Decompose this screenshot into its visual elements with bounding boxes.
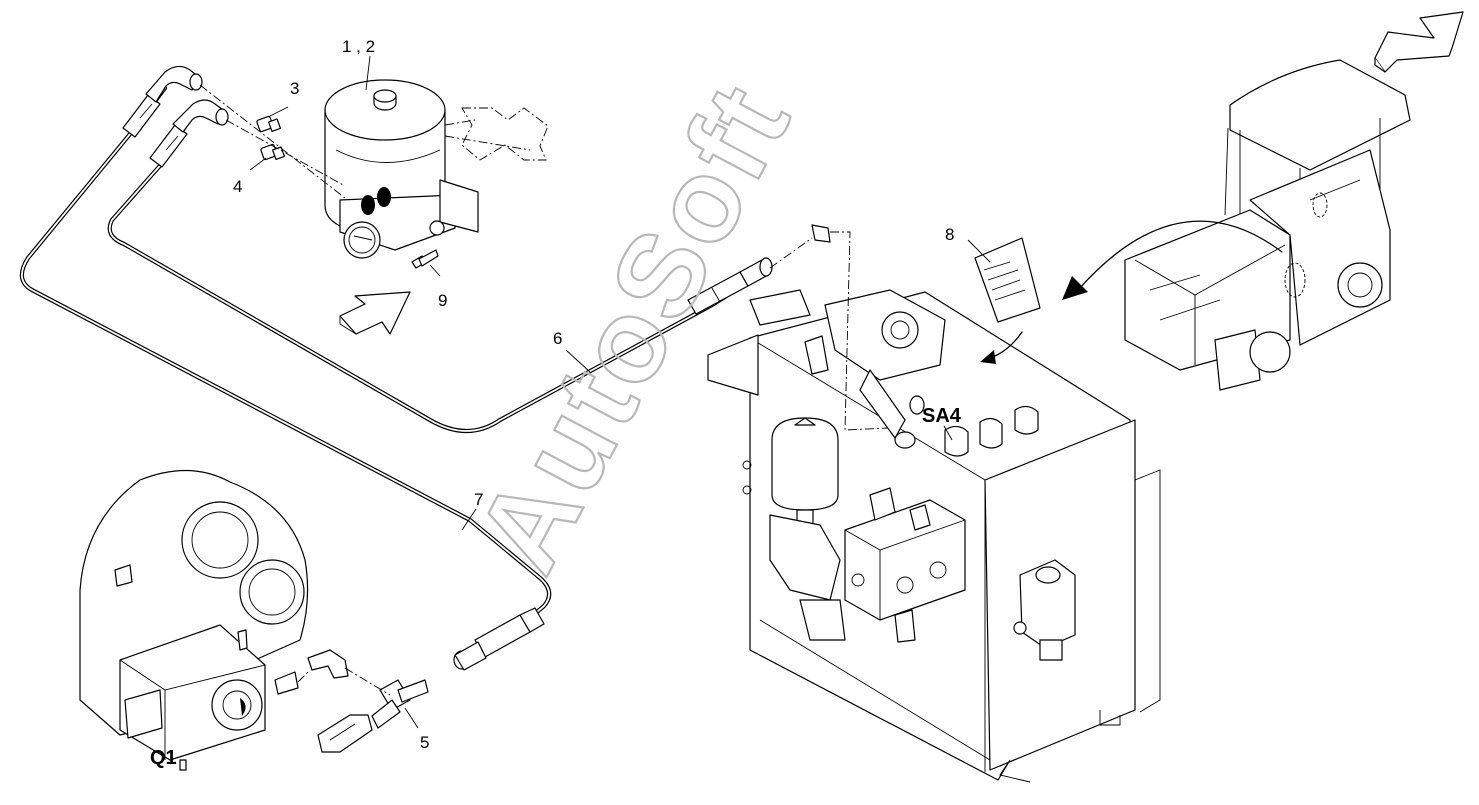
fitting-3 (256, 106, 289, 133)
hose-6 (107, 115, 768, 433)
tee-fitting-5 (371, 679, 429, 729)
fitting-4 (249, 143, 286, 171)
assembly-line-4 (769, 237, 813, 269)
leader-sa4 (943, 425, 953, 441)
bolt-9 (411, 249, 441, 277)
hose-7 (19, 85, 552, 651)
label-item-5: 5 (420, 733, 429, 752)
assembly-line-5 (344, 667, 391, 696)
label-item-7: 7 (474, 490, 483, 509)
assembly-line-2 (225, 119, 346, 187)
label-item-1-2: 1 , 2 (342, 37, 375, 56)
mounting-bracket-outline (444, 107, 549, 161)
hollow-direction-arrow-icon-top (1374, 11, 1464, 73)
label-sa4: SA4 (922, 405, 962, 427)
tank-top-ports (909, 395, 1039, 457)
leader-7 (461, 508, 477, 531)
label-item-3: 3 (290, 79, 299, 98)
hose-7-upper-fitting (122, 65, 203, 138)
hose-6-upper-fitting (149, 99, 229, 168)
sticker-arrow-head (980, 350, 996, 364)
label-item-6: 6 (553, 329, 562, 348)
elbow-fitting (274, 649, 349, 695)
label-q1: Q1 (150, 747, 177, 769)
label-item-9: 9 (438, 291, 447, 310)
label-item-8: 8 (945, 225, 954, 244)
curved-arrow-head (1062, 276, 1088, 300)
assembly-line-1 (199, 84, 346, 199)
control-valve-block (769, 487, 966, 643)
paver-machine (1124, 59, 1411, 391)
pressure-filter (324, 79, 479, 259)
pressure-switch (1013, 559, 1076, 661)
piston-pump (79, 469, 309, 771)
hose-6-right-fitting (687, 257, 773, 315)
leader-6 (565, 349, 591, 373)
sticker-8 (967, 237, 1041, 323)
assembly-line-6 (297, 669, 311, 683)
sensor-plug (317, 714, 373, 753)
hose-7-lower-fitting (453, 607, 545, 671)
curved-arrow-icon (1077, 220, 1283, 291)
assembly-line-3 (830, 231, 889, 431)
return-filter-housing (749, 224, 946, 449)
leader-1-2 (365, 55, 371, 91)
label-item-4: 4 (233, 177, 242, 196)
hollow-direction-arrow-icon (339, 291, 411, 335)
